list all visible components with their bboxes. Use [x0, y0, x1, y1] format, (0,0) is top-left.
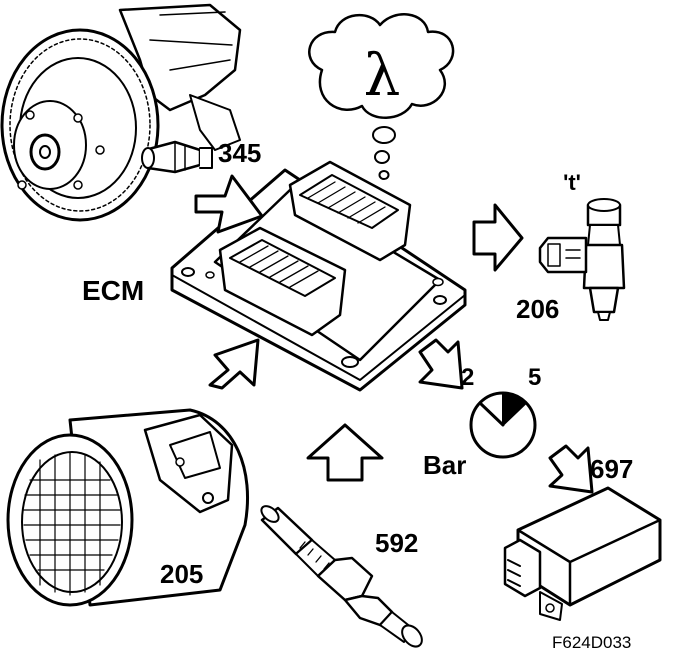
- label-pressure-unit: Bar: [423, 450, 466, 480]
- arrow-airmass-to-ecm: [208, 338, 260, 390]
- arrow-crank-to-ecm: [194, 174, 264, 234]
- oxygen-sensor: [260, 505, 423, 648]
- arrow-ecm-to-pressure: [418, 338, 464, 390]
- label-air-mass-meter: 205: [160, 559, 203, 589]
- pressure-gauge: [469, 391, 537, 459]
- ecm-unit: [170, 160, 467, 392]
- crankshaft-flywheel: [0, 3, 242, 222]
- arrow-ecm-to-injector: [472, 203, 524, 272]
- figure-code: F624D033: [552, 633, 631, 652]
- label-ecm: ECM: [82, 275, 144, 306]
- arrow-pressure-to-unit: [548, 444, 594, 494]
- lambda-symbol: λ: [364, 41, 401, 109]
- label-crank-sensor: 345: [218, 138, 261, 168]
- air-mass-meter: [6, 408, 250, 607]
- control-unit-box: [503, 486, 662, 621]
- lambda-cloud: λ: [308, 13, 455, 180]
- arrow-o2-to-ecm: [306, 423, 384, 482]
- label-pressure-max: 5: [528, 364, 541, 391]
- crank-position-sensor: [141, 140, 213, 174]
- label-injector: 206: [516, 294, 559, 324]
- fuel-injector: [538, 198, 626, 321]
- label-pressure-min: 2: [461, 364, 474, 391]
- label-oxygen-sensor: 592: [375, 528, 418, 558]
- label-control-unit: 697: [590, 454, 633, 484]
- label-injector-time: 't': [563, 170, 581, 195]
